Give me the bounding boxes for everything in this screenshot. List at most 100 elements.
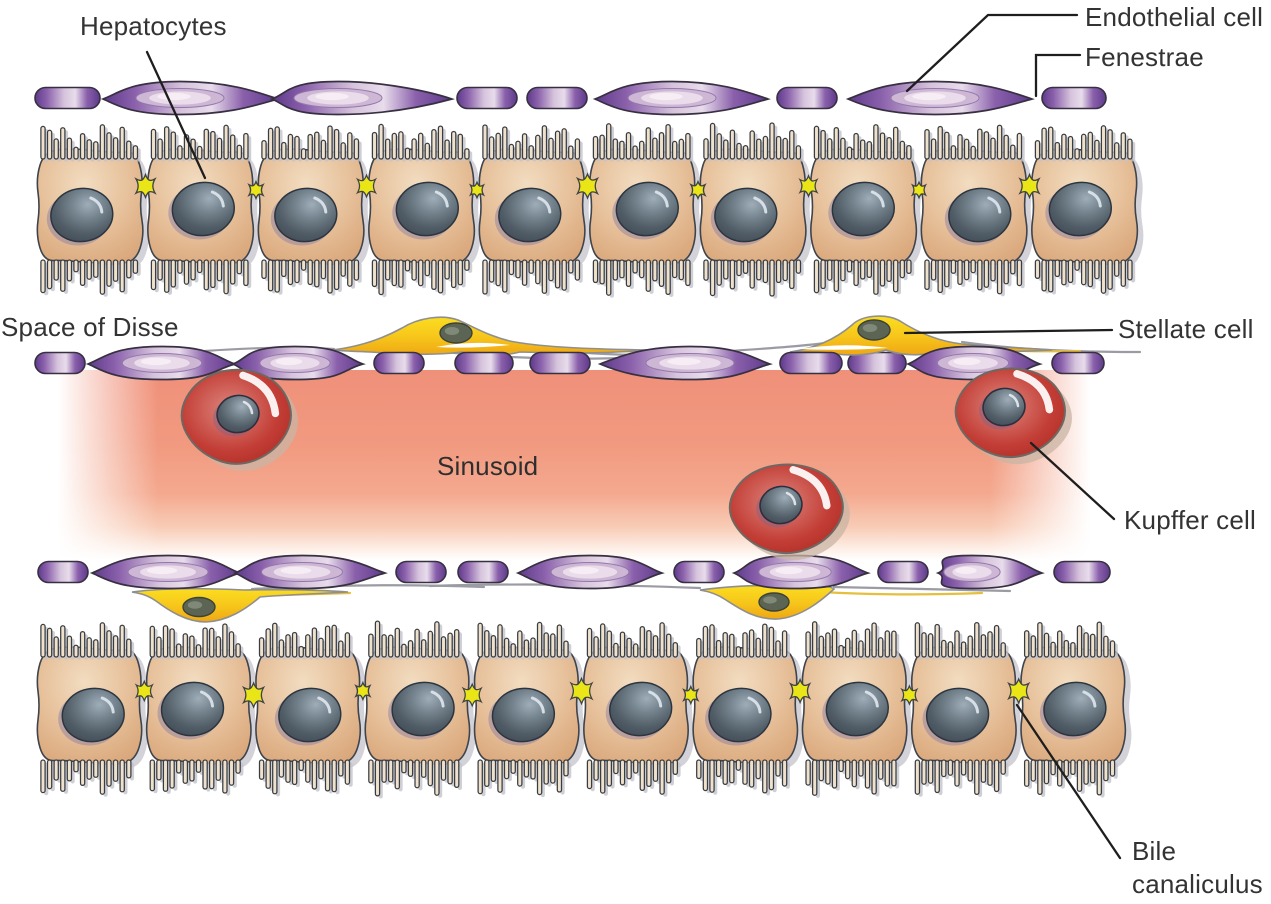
hepatocyte [368, 123, 481, 298]
microvilli [703, 122, 804, 162]
endothelial-row-top [34, 80, 1107, 116]
microvilli [477, 621, 572, 660]
label-sinusoid: Sinusoid [437, 451, 539, 481]
leader-line-stellate-cell [903, 328, 1114, 335]
bile-canaliculus [134, 679, 154, 703]
hepatocyte [473, 621, 585, 798]
microvilli [586, 759, 681, 797]
label-kupffer-cell: Kupffer cell [1124, 505, 1256, 535]
microvilli [696, 623, 790, 660]
microvilli [149, 623, 244, 660]
bile-canaliculus [788, 677, 812, 705]
leader-line-hepatocytes [145, 50, 207, 180]
microvilli [1023, 759, 1118, 798]
microvilli [371, 259, 473, 298]
leader-lines [145, 13, 1122, 860]
bile-canaliculus [354, 680, 372, 702]
stellate-cell-process [820, 590, 984, 596]
bile-canaliculus [247, 179, 265, 201]
endothelial-cell [457, 560, 509, 584]
endothelial-cell [100, 80, 281, 116]
hepatocyte-row-top [36, 122, 1144, 299]
microvilli [805, 621, 900, 660]
microvilli [150, 259, 252, 297]
endothelial-cell [845, 80, 1035, 116]
microvilli [914, 621, 1009, 660]
microvilli [1023, 621, 1118, 660]
microvilli [149, 759, 244, 796]
bile-canaliculus [689, 179, 707, 201]
bile-canaliculus [241, 681, 266, 709]
leader-line-endothelial-cell [905, 13, 1079, 93]
label-fenestrae: Fenestrae [1085, 42, 1204, 72]
microvilli [368, 620, 462, 660]
endothelial-cell [935, 554, 1045, 590]
endothelial-cell [597, 345, 773, 381]
label-endothelial-cell: Endothelial cell [1085, 2, 1264, 32]
microvilli [40, 124, 141, 162]
hepatocyte [255, 622, 367, 797]
hepatocyte-row-bottom [36, 620, 1132, 799]
microvilli [914, 759, 1009, 797]
stellate-cell [131, 587, 349, 623]
microvilli [371, 123, 473, 162]
endothelial-cell [232, 554, 388, 590]
label-hepatocytes: Hepatocytes [80, 11, 227, 41]
sinusoid-lining-lower [37, 554, 1111, 623]
stellate-cell [699, 584, 836, 620]
endothelial-cell [37, 560, 89, 584]
endothelial-cell [779, 351, 843, 375]
hepatocyte [145, 623, 257, 796]
hepatocyte [36, 124, 149, 297]
bile-canaliculus [900, 684, 919, 706]
hepatocyte [1031, 125, 1144, 296]
microvilli [924, 124, 1025, 162]
microvilli [258, 622, 353, 660]
bile-canaliculus [134, 172, 157, 200]
endothelial-cell [89, 554, 243, 590]
endothelial-cell [529, 351, 591, 375]
endothelial-cell [877, 560, 929, 584]
microvilli [482, 124, 583, 162]
microvilli [703, 259, 804, 299]
label-space-of-disse: Space of Disse [1, 312, 179, 342]
microvilli [924, 259, 1025, 297]
microvilli [805, 759, 900, 798]
hepatocyte [589, 123, 702, 298]
hepatocyte [364, 620, 476, 799]
microvilli [592, 123, 694, 162]
hepatocyte [810, 124, 923, 297]
endothelial-cell [515, 554, 665, 590]
microvilli [368, 759, 462, 799]
microvilli [586, 622, 681, 660]
endothelial-cell [1041, 86, 1107, 110]
bile-canaliculus [569, 676, 594, 706]
hepatocyte [801, 621, 913, 798]
endothelial-cell [776, 86, 838, 110]
bile-canaliculus [575, 172, 600, 200]
kupffer-cell [180, 368, 298, 471]
hepatocyte [910, 621, 1023, 797]
endothelial-cell [395, 560, 447, 584]
bile-canaliculus [461, 682, 483, 708]
hepatocyte [699, 122, 812, 299]
endothelial-cell [34, 86, 101, 110]
kupffer-cell [954, 367, 1072, 465]
hepatocyte [478, 124, 591, 297]
bile-canaliculus [355, 173, 378, 199]
sinusoid-lining-upper [34, 315, 1142, 381]
bile-canaliculus [1018, 172, 1041, 200]
microvilli [696, 759, 790, 796]
endothelial-cell [34, 351, 86, 375]
endothelial-cell [592, 80, 771, 116]
hepatocyte [257, 125, 370, 296]
stellate-cell [789, 315, 1053, 356]
bile-canaliculus [910, 180, 928, 200]
bile-canaliculus [682, 684, 700, 706]
bile-canaliculus [798, 174, 819, 198]
microvilli [261, 125, 362, 162]
kupffer-cells [180, 367, 1072, 561]
microvilli [258, 759, 353, 797]
